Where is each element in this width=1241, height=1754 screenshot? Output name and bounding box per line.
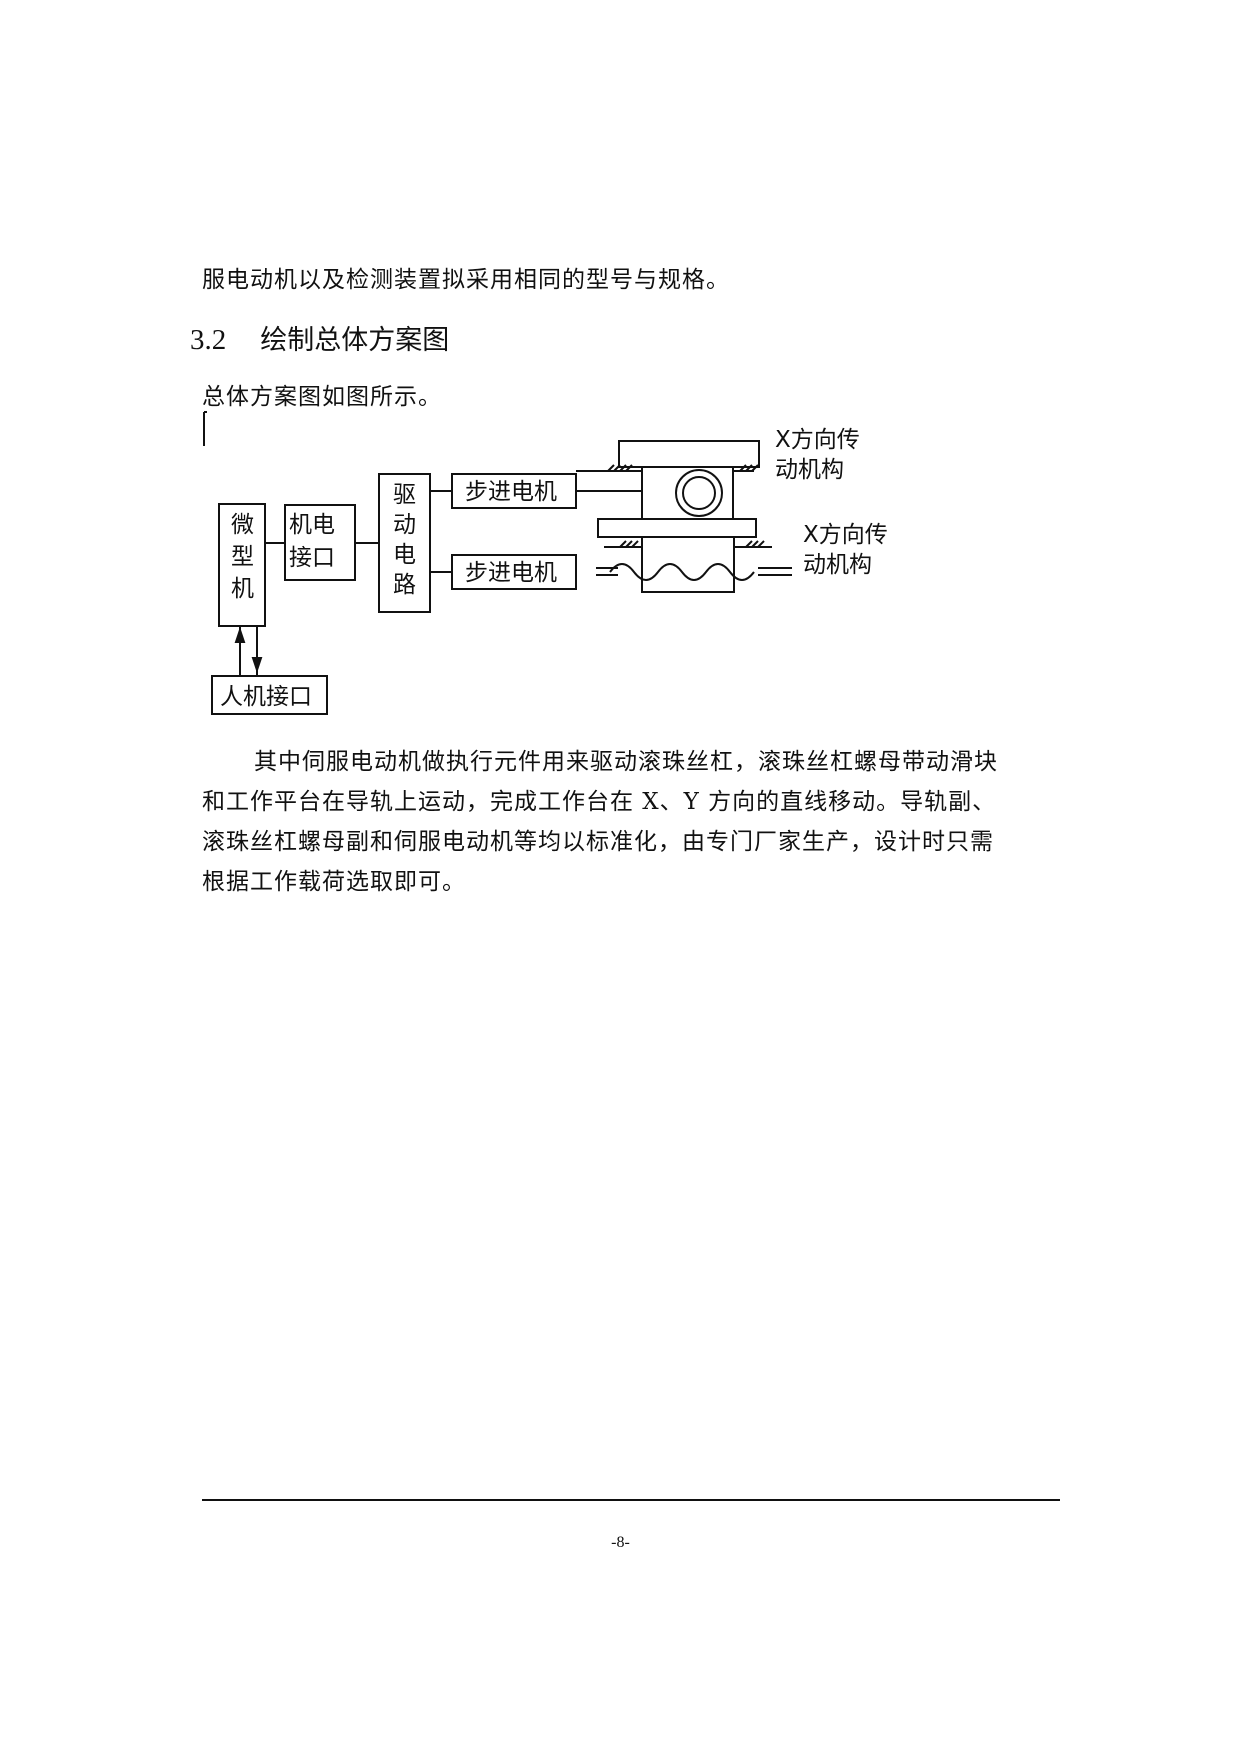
- paragraph-line-3: 滚珠丝杠螺母副和伺服电动机等均以标准化，由专门厂家生产，设计时只需: [202, 829, 994, 855]
- section-heading: 3.2 绘制总体方案图: [190, 318, 449, 357]
- top-ground-left: [607, 464, 633, 472]
- hmi-label: 人机接口: [220, 684, 312, 710]
- top-slide-block: [641, 466, 734, 520]
- figure-intro: 总体方案图如图所示。: [202, 384, 442, 410]
- section-number: 3.2: [190, 324, 227, 356]
- transmission-top-line-1: X方向传: [775, 427, 860, 453]
- stepper-motor-top-label: 步进电机: [465, 479, 557, 505]
- footer-rule: [202, 1499, 1060, 1501]
- microcomputer-char-2: 型: [231, 544, 254, 570]
- page-number: -8-: [611, 1534, 630, 1551]
- bottom-slide-block: [641, 536, 735, 593]
- transmission-bottom-line-2: 动机构: [803, 552, 872, 578]
- mech-interface-line-2: 接口: [289, 545, 335, 571]
- paragraph-line-2: 和工作平台在导轨上运动，完成工作台在 X、Y 方向的直线移动。导轨副、: [202, 789, 997, 815]
- bottom-ground-right: [745, 540, 765, 548]
- lead-screw: [609, 563, 755, 581]
- mech-interface-line-1: 机电: [289, 512, 335, 538]
- intro-line: 服电动机以及检测装置拟采用相同的型号与规格。: [202, 267, 730, 293]
- bottom-table-plate: [597, 518, 757, 538]
- top-ground-right: [739, 464, 759, 472]
- paragraph-line-4: 根据工作载荷选取即可。: [202, 869, 466, 895]
- hmi-box: [211, 675, 328, 715]
- microcomputer-char-1: 微: [231, 512, 254, 538]
- top-table-plate: [618, 440, 760, 468]
- drive-circuit-char-1: 驱: [393, 482, 416, 508]
- transmission-top-line-2: 动机构: [775, 457, 844, 483]
- paragraph-line-1: 其中伺服电动机做执行元件用来驱动滚珠丝杠，滚珠丝杠螺母带动滑块: [254, 749, 998, 775]
- stepper-motor-bottom-label: 步进电机: [465, 560, 557, 586]
- microcomputer-box: [218, 503, 266, 627]
- drive-circuit-char-4: 路: [393, 572, 416, 598]
- section-title: 绘制总体方案图: [260, 325, 450, 356]
- body-paragraph: 其中伺服电动机做执行元件用来驱动滚珠丝杠，滚珠丝杠螺母带动滑块 和工作平台在导轨…: [202, 742, 1052, 902]
- bottom-ground-left: [619, 540, 639, 548]
- transmission-bottom-line-1: X方向传: [803, 522, 888, 548]
- system-scheme-diagram: 微 型 机 机电 接口 驱 动 电 路 步进电机 步进电机 人机接口 X方向传 …: [203, 411, 888, 715]
- drive-circuit-char-3: 电: [393, 542, 416, 568]
- drive-circuit-char-2: 动: [393, 512, 416, 538]
- microcomputer-char-3: 机: [231, 576, 254, 602]
